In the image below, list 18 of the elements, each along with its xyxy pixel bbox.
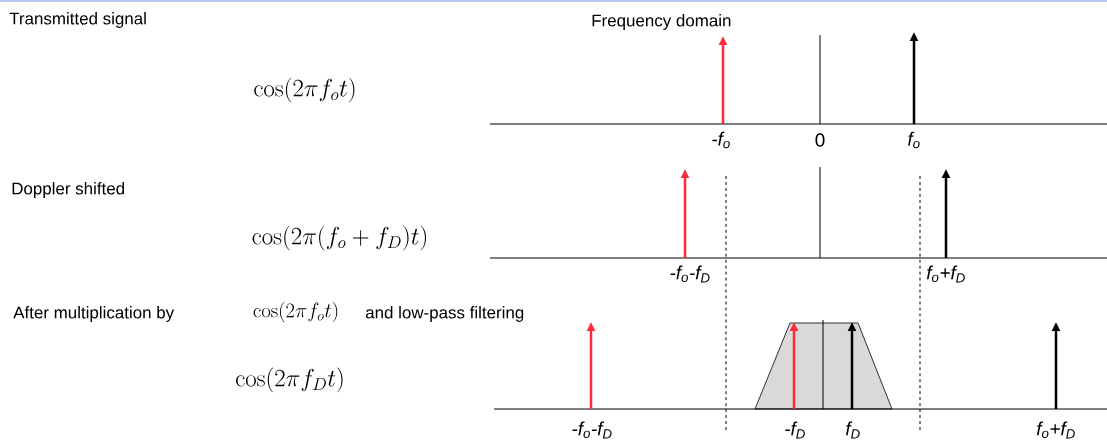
tick-label: f$_{o}$ xyxy=(908,131,920,149)
formula: $\cos(2\pi (f_o + f_D) t)$ xyxy=(252,225,427,251)
tick-label: -f$_{o}$-f$_{D}$ xyxy=(572,421,612,439)
formula: $\cos(2\pi f_D t)$ xyxy=(236,367,343,393)
tick-label: -f$_{o}$ xyxy=(712,131,730,149)
caption-text: and low-pass filtering xyxy=(365,306,524,322)
caption-text: Doppler shifted xyxy=(12,182,124,198)
tick-label: f$_{o}$+f$_{D}$ xyxy=(1036,421,1075,439)
tick-label: -f$_{D}$ xyxy=(785,421,805,439)
caption-text: Transmitted signal xyxy=(9,12,146,28)
formula: $\cos(2\pi f_o t)$ xyxy=(254,77,355,103)
caption-text: Frequency domain xyxy=(592,14,731,30)
tick-label: f$_{o}$+f$_{D}$ xyxy=(926,265,965,283)
formula: $\cos(2\pi f_o t)$ xyxy=(253,301,338,323)
tick-label: -f$_{o}$-f$_{D}$ xyxy=(670,265,710,283)
tick-label: 0 xyxy=(815,133,825,147)
caption-text: After multiplication by xyxy=(13,306,175,322)
tick-label: f$_{D}$ xyxy=(846,421,860,439)
